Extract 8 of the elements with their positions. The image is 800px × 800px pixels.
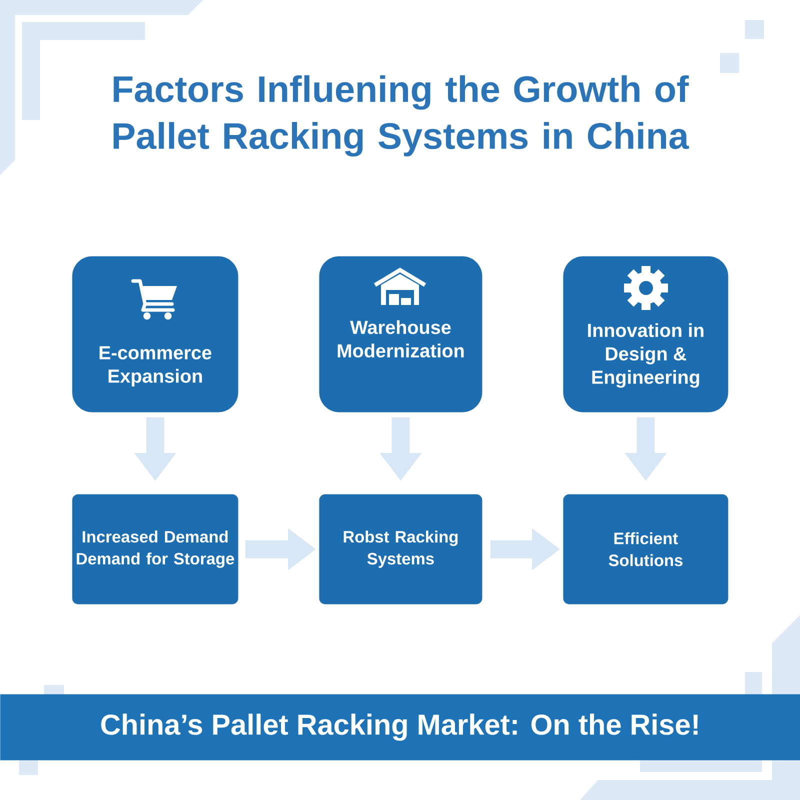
outcome-box: Efficient Solutions <box>563 494 728 604</box>
factor-box: Innovation in Design & Engineering <box>563 256 728 412</box>
factor-box: Warehouse Modernization <box>319 256 482 412</box>
banner: China’s Pallet Racking Market: On the Rise! <box>0 694 800 760</box>
factor-box: E-commerce Expansion <box>72 256 238 412</box>
outcome-box: Robst Racking Systems <box>319 494 482 604</box>
outcome-box: Increased Demand Demand for Storage <box>72 494 238 604</box>
title: Factors Influening the Growth of Pallet Racking Systems in China <box>114 75 690 157</box>
